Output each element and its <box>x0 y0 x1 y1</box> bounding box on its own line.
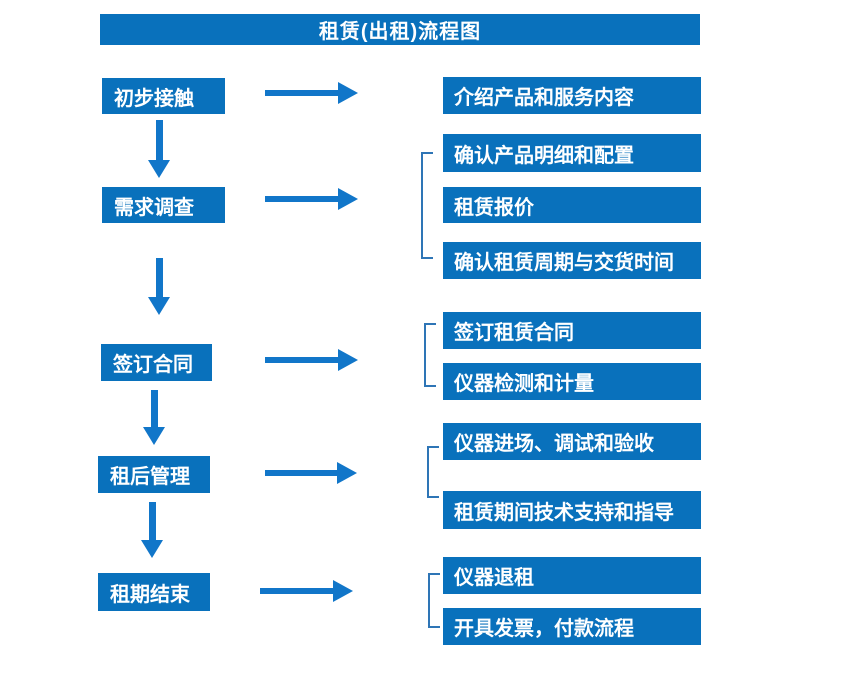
detail-box-confirm-product-config: 确认产品明细和配置 <box>443 134 701 172</box>
step-box-sign-contract: 签订合同 <box>101 344 212 381</box>
group-bracket-post-rental <box>427 446 439 498</box>
arrow-head <box>338 188 358 210</box>
detail-box-rental-quote: 租赁报价 <box>443 187 701 223</box>
arrow-head <box>148 297 170 315</box>
detail-box-instrument-setup-acceptance: 仪器进场、调试和验收 <box>443 423 701 460</box>
arrow-line <box>156 258 163 299</box>
detail-box-introduce-products: 介绍产品和服务内容 <box>443 77 701 114</box>
arrow-line <box>156 120 163 162</box>
arrow-head <box>143 427 165 445</box>
arrow-head <box>337 462 357 484</box>
detail-box-tech-support: 租赁期间技术支持和指导 <box>443 491 701 529</box>
arrow-head <box>333 580 353 602</box>
diagram-title: 租赁(出租)流程图 <box>100 14 700 45</box>
arrow-line <box>149 502 156 542</box>
right-arrow-icon-3 <box>265 349 358 371</box>
detail-box-sign-rental-contract: 签订租赁合同 <box>443 312 701 349</box>
arrow-head <box>338 349 358 371</box>
group-bracket-demand-survey <box>421 152 433 259</box>
right-arrow-icon-4 <box>265 462 357 484</box>
arrow-line <box>265 357 340 363</box>
right-arrow-icon-2 <box>265 188 358 210</box>
arrow-line <box>151 390 158 429</box>
down-arrow-icon-2 <box>148 258 170 315</box>
detail-box-instrument-testing: 仪器检测和计量 <box>443 363 701 400</box>
group-bracket-sign-contract <box>424 323 436 387</box>
arrow-line <box>265 470 339 476</box>
arrow-head <box>141 540 163 558</box>
arrow-line <box>265 196 340 202</box>
right-arrow-icon-5 <box>260 580 353 602</box>
detail-box-confirm-period-delivery: 确认租赁周期与交货时间 <box>443 242 701 279</box>
step-box-lease-end: 租期结束 <box>98 573 210 611</box>
group-bracket-lease-end <box>428 573 440 628</box>
detail-box-instrument-return: 仪器退租 <box>443 557 701 594</box>
down-arrow-icon-4 <box>141 502 163 558</box>
step-box-initial-contact: 初步接触 <box>102 78 225 114</box>
right-arrow-icon-1 <box>265 82 358 104</box>
arrow-head <box>338 82 358 104</box>
step-box-demand-survey: 需求调查 <box>102 187 225 223</box>
detail-box-invoice-payment: 开具发票，付款流程 <box>443 608 701 645</box>
arrow-line <box>265 90 340 96</box>
down-arrow-icon-1 <box>148 120 170 178</box>
step-box-post-rental-management: 租后管理 <box>98 456 210 493</box>
arrow-line <box>260 588 335 594</box>
down-arrow-icon-3 <box>143 390 165 445</box>
arrow-head <box>148 160 170 178</box>
